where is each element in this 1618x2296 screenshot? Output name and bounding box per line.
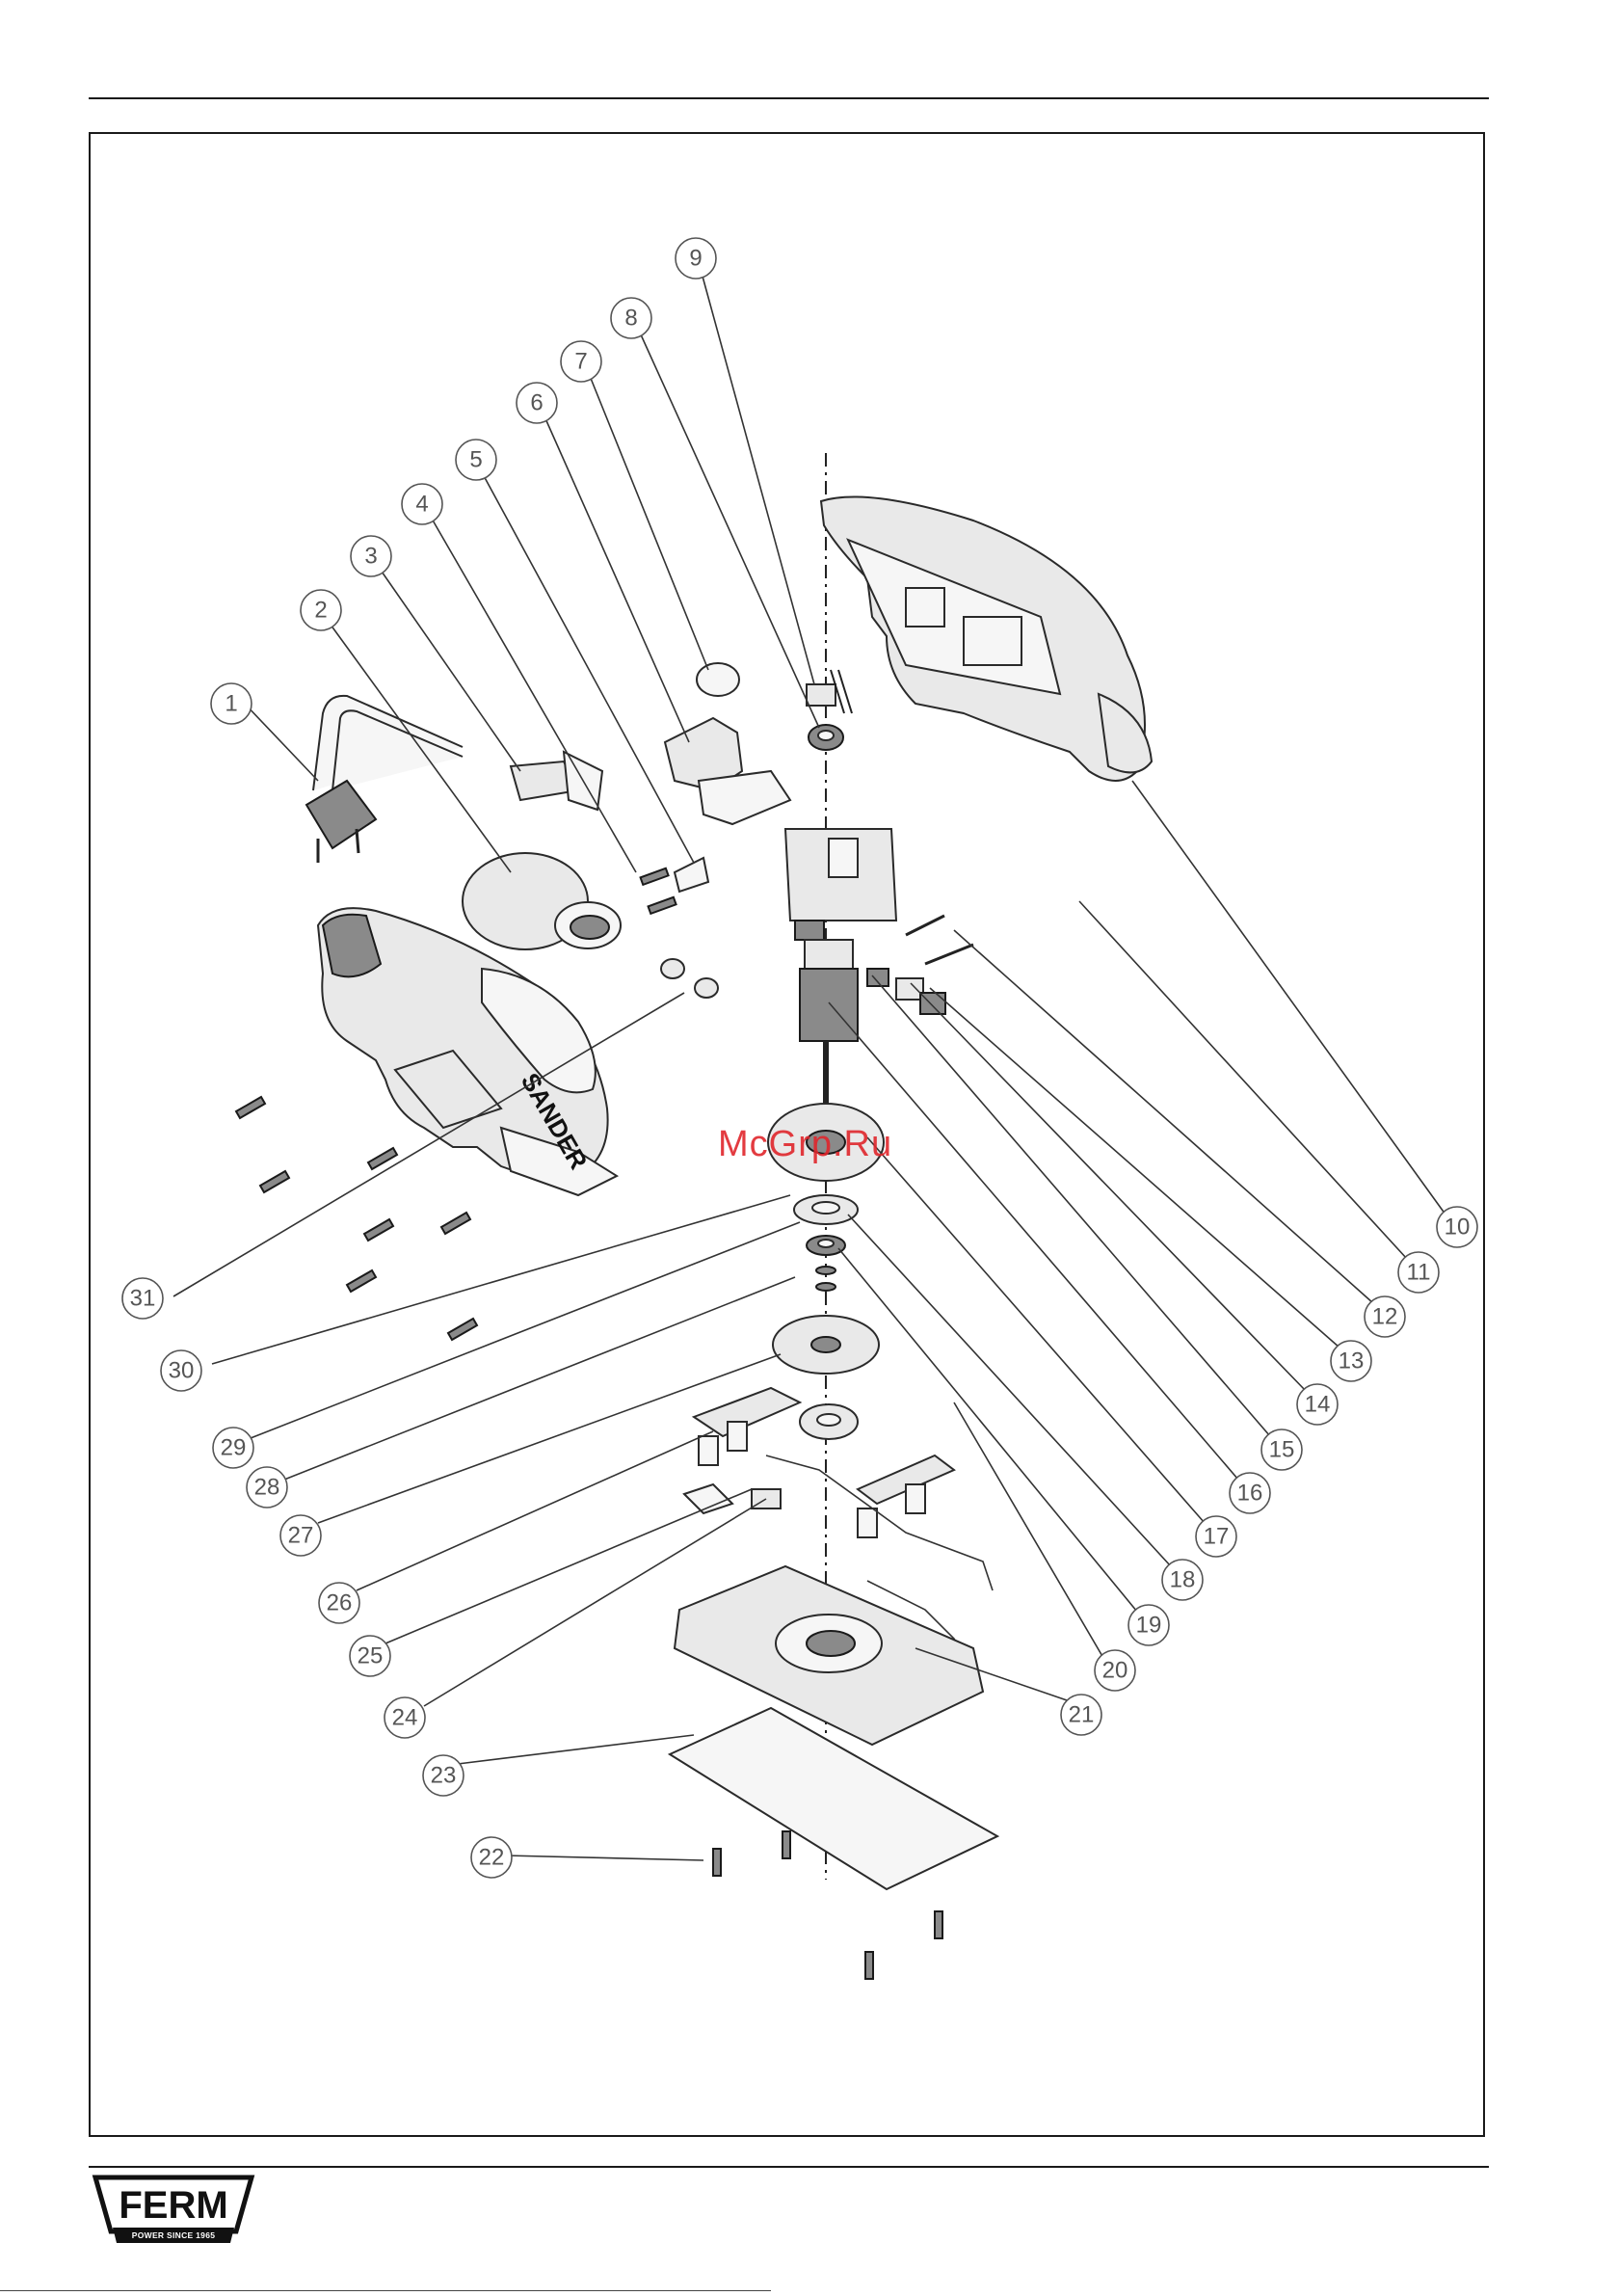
callout-17: 17 [1196, 1516, 1236, 1557]
washer-8 [809, 725, 843, 750]
svg-text:10: 10 [1445, 1215, 1471, 1241]
svg-text:12: 12 [1372, 1304, 1398, 1330]
callout-4: 4 [402, 484, 442, 524]
svg-text:22: 22 [479, 1845, 505, 1871]
callout-24: 24 [385, 1697, 425, 1738]
logo-tagline: POWER SINCE 1965 [132, 2230, 216, 2240]
svg-text:30: 30 [169, 1358, 195, 1384]
dust-nozzle [463, 853, 621, 949]
svg-text:7: 7 [574, 349, 587, 375]
stator [785, 829, 896, 921]
adapter [511, 752, 602, 810]
callout-18: 18 [1162, 1560, 1203, 1600]
callout-5: 5 [456, 440, 496, 480]
callout-29: 29 [213, 1428, 253, 1468]
svg-text:19: 19 [1136, 1613, 1162, 1639]
svg-text:25: 25 [358, 1643, 384, 1669]
switch [665, 718, 790, 824]
svg-text:18: 18 [1170, 1567, 1196, 1593]
callout-3: 3 [351, 536, 391, 576]
callout-10: 10 [1437, 1207, 1477, 1247]
callout-1: 1 [211, 683, 252, 724]
svg-text:8: 8 [624, 306, 637, 332]
svg-text:2: 2 [314, 598, 327, 624]
brushes [867, 916, 973, 1014]
svg-text:15: 15 [1269, 1437, 1295, 1463]
svg-text:4: 4 [415, 492, 428, 518]
svg-text:11: 11 [1407, 1260, 1431, 1286]
callout-21: 21 [1061, 1695, 1101, 1735]
svg-text:29: 29 [221, 1435, 247, 1461]
svg-text:1: 1 [225, 691, 237, 717]
terminal-block [807, 670, 852, 713]
svg-text:27: 27 [288, 1523, 314, 1549]
callout-16: 16 [1230, 1473, 1270, 1513]
svg-text:3: 3 [364, 544, 377, 570]
svg-text:23: 23 [431, 1763, 457, 1789]
callout-25: 25 [350, 1636, 390, 1676]
cable-clamp-screws [641, 858, 708, 914]
callout-7: 7 [561, 341, 601, 382]
callout-14: 14 [1297, 1384, 1338, 1425]
callout-30: 30 [161, 1350, 201, 1391]
svg-text:13: 13 [1339, 1348, 1365, 1375]
plug-cable [306, 696, 463, 863]
callout-19: 19 [1128, 1605, 1169, 1645]
svg-text:6: 6 [530, 390, 543, 416]
watermark: McGrp.Ru [718, 1124, 892, 1165]
callout-13: 13 [1331, 1341, 1371, 1381]
svg-text:28: 28 [254, 1475, 280, 1501]
svg-text:5: 5 [469, 447, 482, 473]
callout-23: 23 [423, 1755, 464, 1796]
callout-31: 31 [122, 1278, 163, 1319]
callout-22: 22 [471, 1837, 512, 1878]
callout-2: 2 [301, 590, 341, 630]
svg-text:17: 17 [1204, 1524, 1230, 1550]
callout-8: 8 [611, 298, 651, 338]
svg-text:16: 16 [1237, 1481, 1263, 1507]
callout-28: 28 [247, 1467, 287, 1508]
svg-text:9: 9 [689, 246, 702, 272]
callout-9: 9 [676, 238, 716, 279]
ferm-logo: FERM POWER SINCE 1965 [92, 2174, 255, 2247]
svg-text:31: 31 [130, 1286, 156, 1312]
sander-assembled-view: SANDER [318, 908, 617, 1195]
callout-6: 6 [517, 383, 557, 423]
svg-text:26: 26 [327, 1590, 353, 1616]
svg-text:21: 21 [1069, 1702, 1095, 1728]
callout-11: 11 [1398, 1252, 1439, 1293]
armature [795, 921, 858, 1108]
callout-26: 26 [319, 1583, 359, 1623]
callout-12: 12 [1365, 1296, 1405, 1337]
callout-20: 20 [1095, 1650, 1135, 1691]
housing-half [821, 497, 1152, 782]
svg-text:20: 20 [1102, 1658, 1128, 1684]
o-ring [697, 663, 739, 696]
svg-text:24: 24 [392, 1705, 418, 1731]
svg-text:14: 14 [1305, 1392, 1331, 1418]
logo-name: FERM [119, 2184, 227, 2227]
callout-27: 27 [280, 1515, 321, 1556]
callout-15: 15 [1261, 1429, 1302, 1470]
